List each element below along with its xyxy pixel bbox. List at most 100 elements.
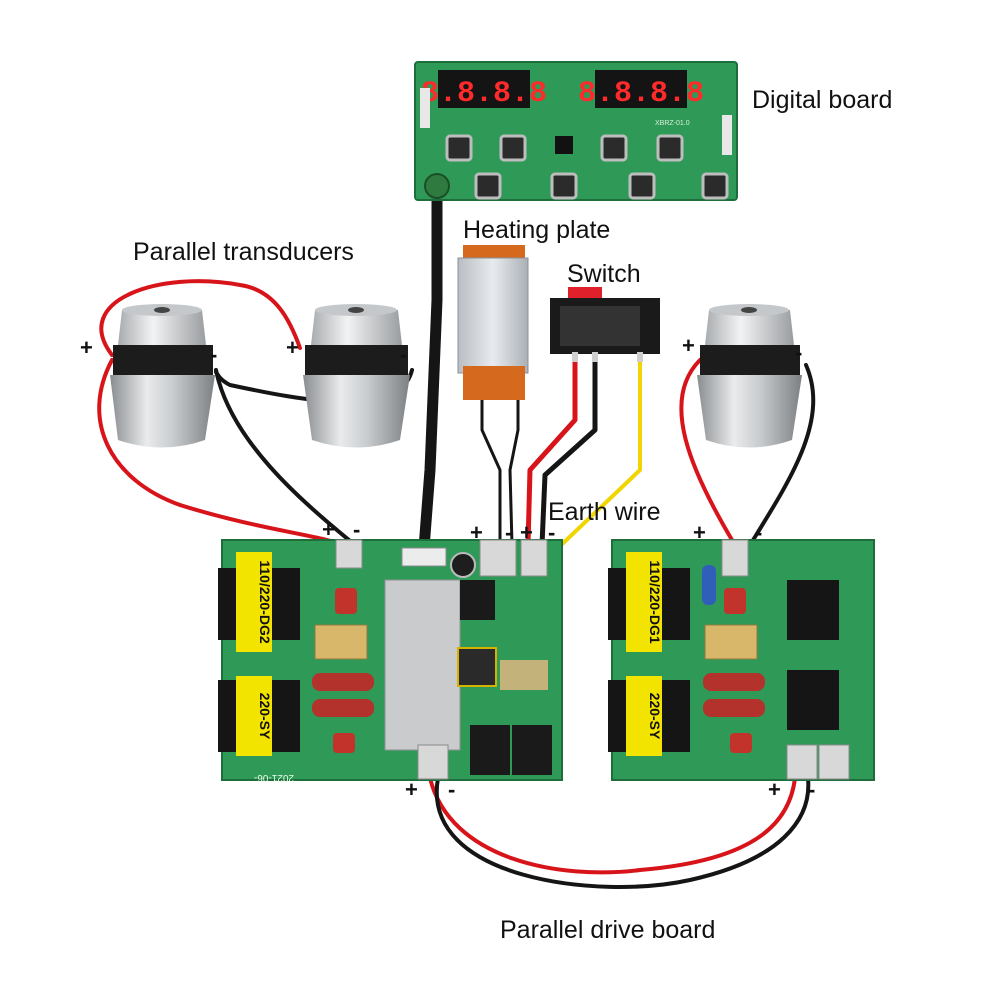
transformer-top-label xyxy=(626,552,662,652)
heatsink xyxy=(787,580,839,640)
switch-face xyxy=(560,306,640,346)
relay xyxy=(470,725,510,775)
label-switch: Switch xyxy=(567,260,641,288)
polarity-minus: - xyxy=(353,517,360,542)
polarity-plus: + xyxy=(520,520,533,545)
transducer-right xyxy=(697,304,802,448)
connector-aux xyxy=(818,744,850,780)
capacitor xyxy=(724,588,746,614)
polarity-minus: - xyxy=(448,777,455,802)
transformer-top-text: 110/220-DG2 xyxy=(257,560,273,643)
left-transducers-red-loop xyxy=(99,279,302,357)
relay xyxy=(460,580,495,620)
earth-wire-yellow xyxy=(556,356,642,550)
capacitor xyxy=(333,733,355,753)
transformer-bottom-text: 220-SY xyxy=(647,693,663,740)
heatsink-fins xyxy=(500,660,548,690)
polarity-minus: - xyxy=(548,520,555,545)
drive-link-black xyxy=(434,776,811,889)
capacitor xyxy=(702,565,716,605)
connector-digital xyxy=(401,547,447,567)
tact-button xyxy=(656,134,684,162)
polarity-plus: + xyxy=(470,520,483,545)
transformer-bottom-text: 220-SY xyxy=(257,693,273,740)
transformer-top-label xyxy=(236,552,272,652)
transformer-bottom-label xyxy=(626,676,662,756)
label-parallel-transducers: Parallel transducers xyxy=(133,238,354,266)
polarity-minus: - xyxy=(400,342,407,367)
heating-plate-lead-plus xyxy=(480,393,502,547)
display-left-bezel xyxy=(438,70,530,108)
heatsink xyxy=(384,579,461,751)
polarity-plus: + xyxy=(322,517,335,542)
tact-buttons xyxy=(445,134,729,200)
drive-board-right: 110/220-DG1 220-SY xyxy=(608,539,875,781)
tact-button xyxy=(445,134,473,162)
display-right-bezel xyxy=(595,70,687,108)
capacitor xyxy=(730,733,752,753)
heating-plate-body xyxy=(457,257,529,374)
connector-header xyxy=(420,88,430,128)
film-capacitor xyxy=(703,699,765,717)
digital-board: 8.8.8.8 8.8.8.8 XBRZ-01.0 xyxy=(414,61,738,201)
connector-transducer xyxy=(721,539,749,577)
switch-black-lead xyxy=(539,355,598,548)
label-heating-plate: Heating plate xyxy=(463,216,611,244)
transformer-top-text: 110/220-DG1 xyxy=(647,560,663,643)
label-earth-wire: Earth wire xyxy=(548,498,661,526)
inductor xyxy=(314,624,368,660)
tact-button xyxy=(600,134,628,162)
connector-drive-link xyxy=(786,744,818,780)
display-right: 8.8.8.8 xyxy=(578,77,704,111)
relay xyxy=(512,725,552,775)
tact-button xyxy=(474,172,502,200)
connector-drive-link xyxy=(417,744,449,780)
label-digital-board: Digital board xyxy=(752,86,893,114)
transducer-left-1 xyxy=(110,304,215,448)
digital-board-model: XBRZ-01.0 xyxy=(655,120,690,127)
right-transducer-black-lead xyxy=(748,363,816,547)
polarity-minus: - xyxy=(505,520,512,545)
side-connector xyxy=(722,115,732,155)
polarity-plus: + xyxy=(768,777,781,802)
right-transducer-red-lead xyxy=(679,358,737,547)
electrolytic-capacitor xyxy=(450,552,476,578)
polarity-plus: + xyxy=(286,335,299,360)
digital-board-cable xyxy=(418,189,443,554)
connector-transducer xyxy=(335,539,363,569)
transformer-bottom-label xyxy=(236,676,272,756)
drive-link-red xyxy=(428,776,797,875)
polarity-minus: - xyxy=(795,340,802,365)
heating-plate xyxy=(457,245,529,400)
inductor xyxy=(704,624,758,660)
polarity-minus: - xyxy=(755,520,762,545)
heating-plate-lead-minus xyxy=(508,393,520,547)
polarity-plus: + xyxy=(682,333,695,358)
film-capacitor xyxy=(312,673,374,691)
polarity-plus: + xyxy=(405,777,418,802)
tact-button xyxy=(499,134,527,162)
wires xyxy=(97,189,816,889)
connector-heater xyxy=(479,539,517,577)
polarity-minus: - xyxy=(210,342,217,367)
rocker-switch xyxy=(550,287,660,362)
transformer-small xyxy=(457,647,497,687)
label-parallel-drive-board: Parallel drive board xyxy=(500,916,716,944)
left-transducer-black-lead-a xyxy=(214,368,357,547)
date-code: 2021-06- xyxy=(254,772,294,783)
film-capacitor xyxy=(312,699,374,717)
capacitor xyxy=(335,588,357,614)
connector-power xyxy=(520,539,548,577)
heating-plate-film-bottom xyxy=(463,366,525,400)
switch-red-lead xyxy=(525,355,578,548)
polarity-marks: + - + - + - + - + - + - + - + - + - xyxy=(80,333,815,802)
microcontroller-chip xyxy=(555,136,573,154)
display-left: 8.8.8.8 xyxy=(421,77,547,111)
tact-button xyxy=(550,172,578,200)
polarity-plus: + xyxy=(693,520,706,545)
heatsink xyxy=(787,670,839,730)
drive-board-left: 110/220-DG2 220-SY 2021-06- xyxy=(218,539,563,783)
polarity-minus: - xyxy=(808,777,815,802)
left-transducer-red-lead xyxy=(97,358,344,547)
